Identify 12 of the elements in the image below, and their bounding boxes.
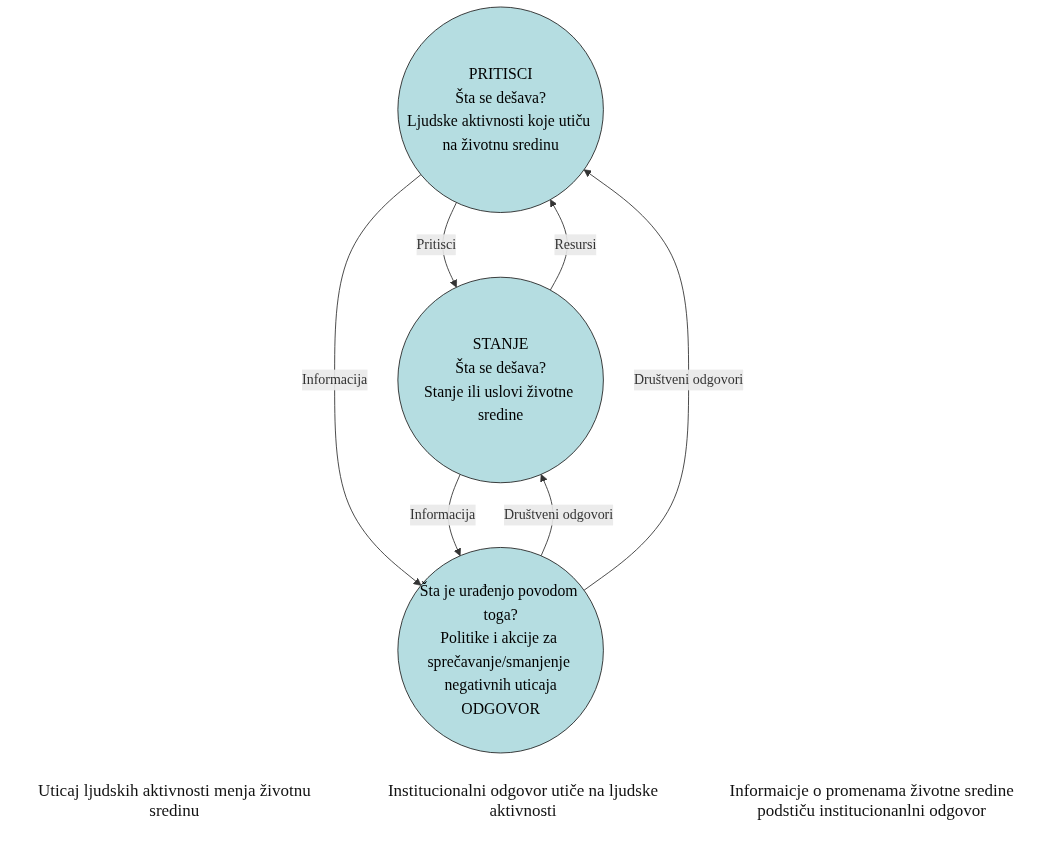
node-circle: STANJE Šta se dešava? Stanje ili uslovi životne sredine (397, 276, 605, 484)
edge-label: Društveni odgovori (634, 372, 744, 387)
note-text: Institucionalni odgovor utiče na ljudske aktivnosti (386, 781, 659, 821)
edge-label: Informacija (410, 507, 476, 523)
edge-label: Pritisci (416, 237, 457, 252)
node-circle: Šta je urađenjo povodom toga? Politike i akcije za sprečavanje/smanjenje negativnih uticaja ODGOVOR (397, 547, 605, 754)
note-text: Informaicje o promenama životne sredine podstiču institucionanlni odgovor (728, 781, 1015, 821)
note-text: Uticaj ljudskih aktivnosti menja životnu sredinu (36, 781, 312, 821)
edge-label: Resursi (554, 237, 597, 252)
edge-label: Društveni odgovori (504, 507, 614, 523)
node-circle: PRITISCI Šta se dešava? Ljudske aktivnosti koje utiču na životnu sredinu (397, 6, 605, 213)
edge-label: Informacija (302, 372, 368, 387)
